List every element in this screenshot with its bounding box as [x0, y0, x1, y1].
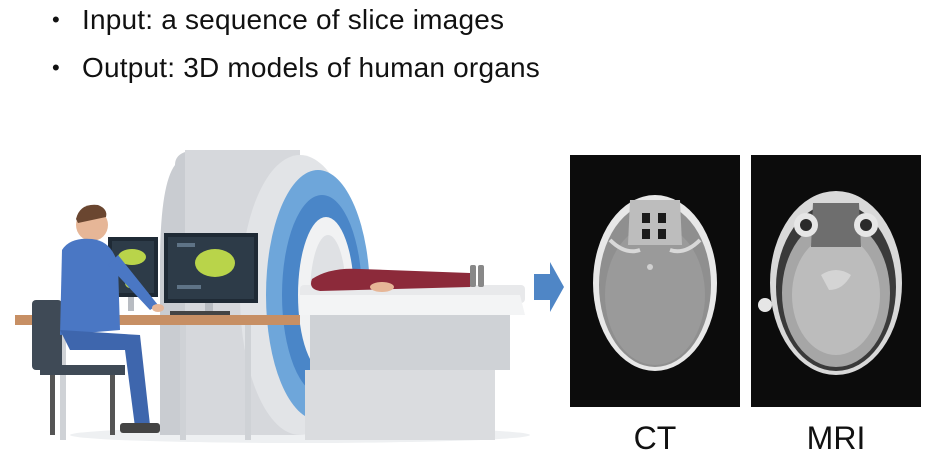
patient-table: [300, 285, 525, 440]
bullet-marker: •: [52, 7, 60, 32]
bullet-text-input: Input: a sequence of slice images: [82, 4, 505, 35]
mri-scan-image: [751, 155, 921, 407]
bullet-marker: •: [52, 55, 60, 80]
ct-scan-image: [570, 155, 740, 407]
bullet-text-output: Output: 3D models of human organs: [82, 52, 540, 83]
chair: [32, 300, 125, 435]
right-arrow-icon: [534, 262, 564, 312]
desk: [15, 315, 300, 440]
mri-scanner-illustration: [15, 150, 530, 443]
bullet-list: • Input: a sequence of slice images • Ou…: [52, 0, 932, 96]
patient: [311, 265, 484, 292]
bullet-item-output: • Output: 3D models of human organs: [52, 40, 932, 96]
mri-label: MRI: [806, 420, 866, 456]
bullet-item-input: • Input: a sequence of slice images: [52, 0, 932, 40]
ct-label: CT: [633, 420, 677, 456]
operator: [60, 204, 164, 433]
